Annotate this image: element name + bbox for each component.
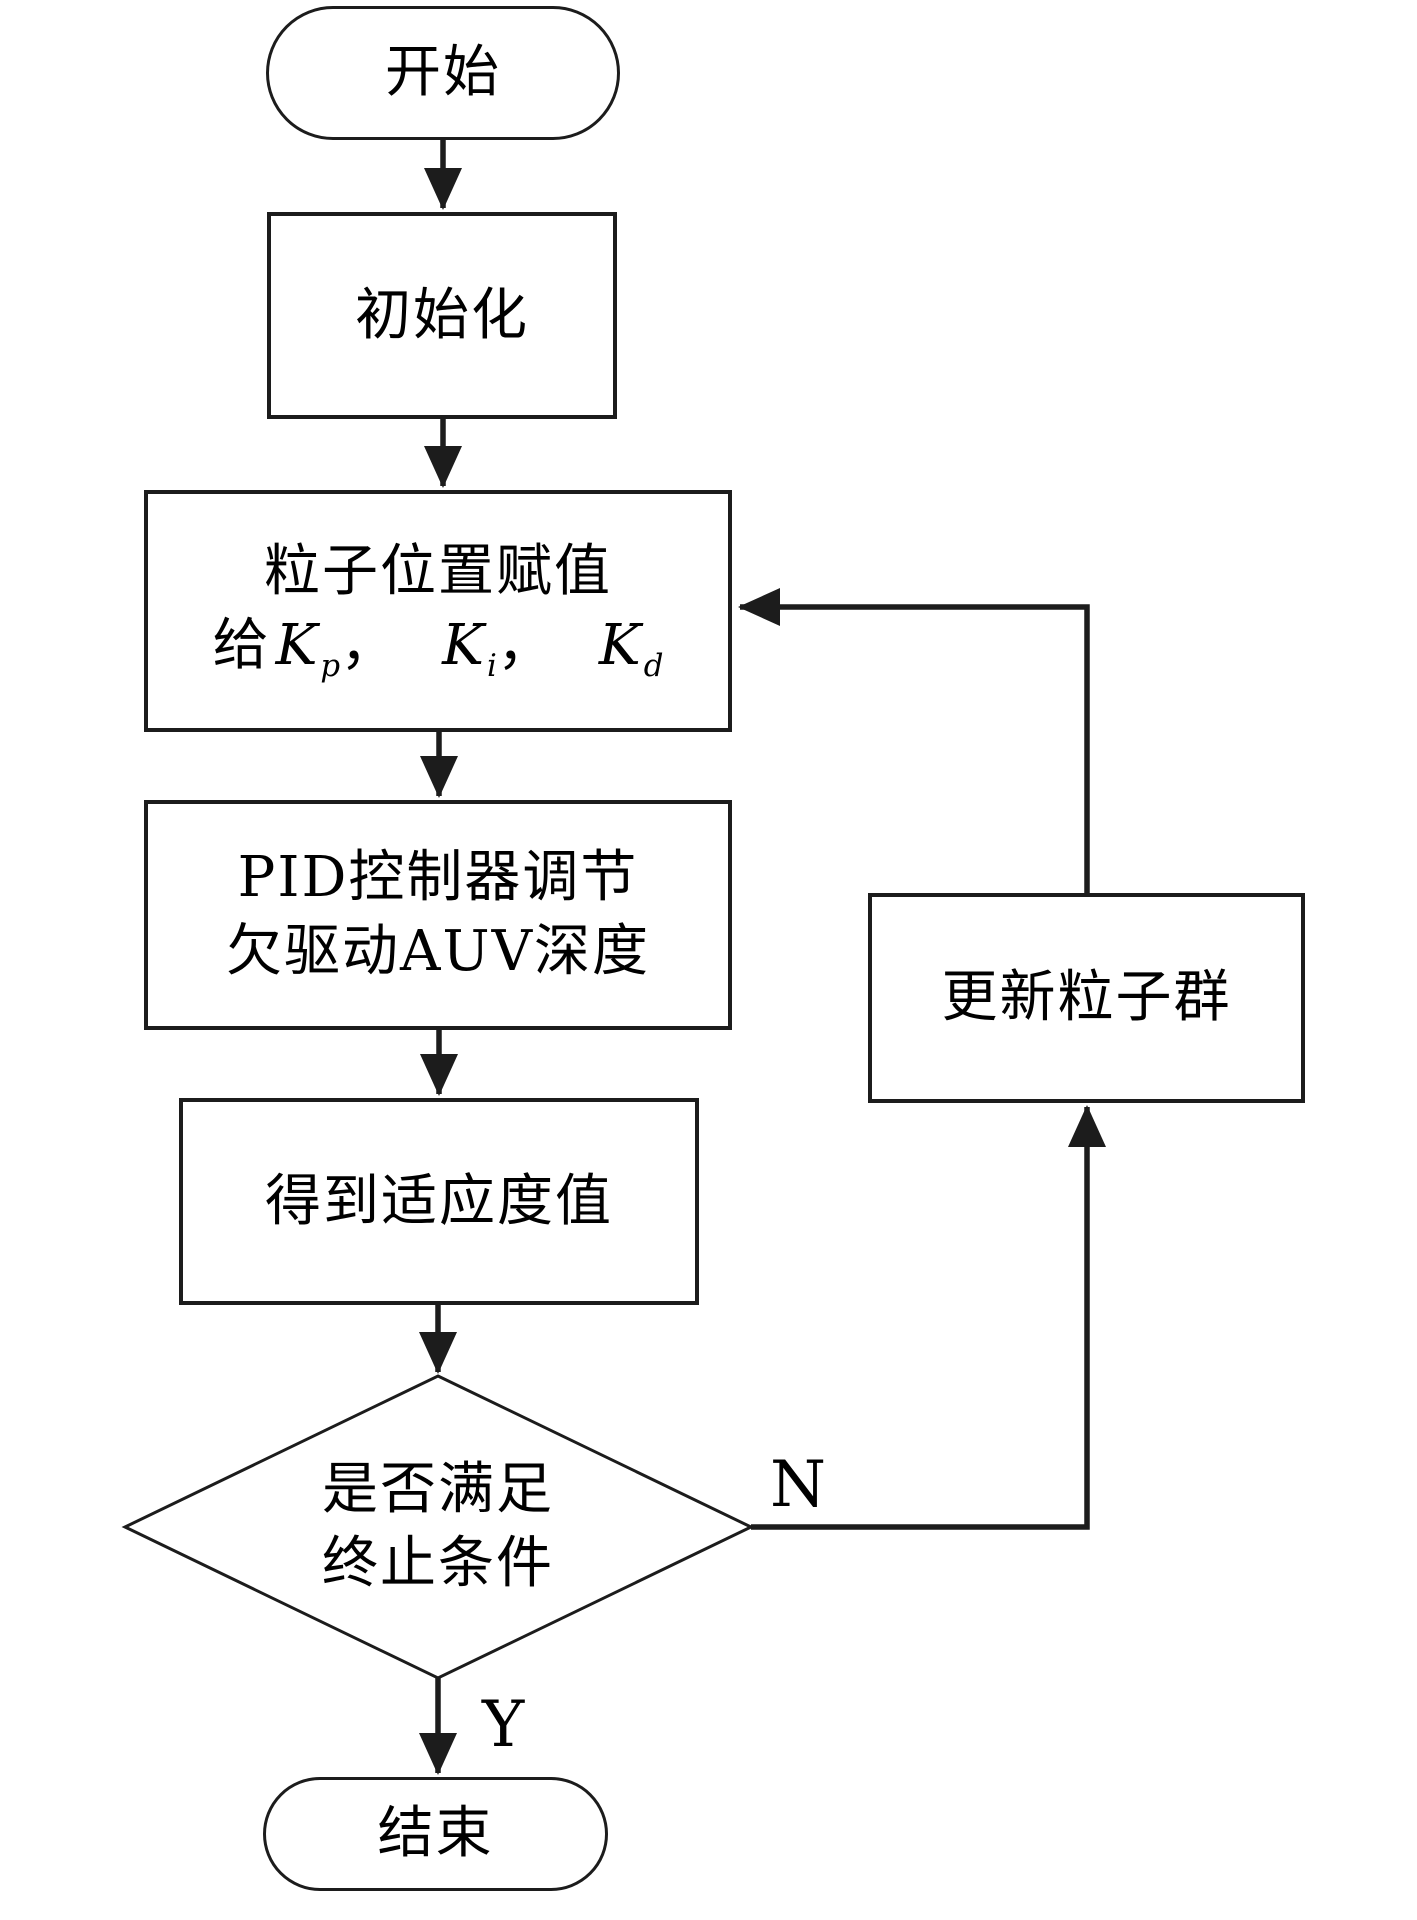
- decision-line1: 是否满足: [322, 1457, 554, 1523]
- gain-kd-sub: d: [643, 647, 664, 684]
- assign-separator-1: ，: [340, 613, 397, 679]
- init-process: 初始化: [267, 212, 617, 419]
- update-process: 更新粒子群: [868, 893, 1305, 1103]
- start-terminator: 开始: [266, 6, 620, 140]
- assign-prefix: 给: [212, 613, 270, 679]
- assign-line1: 粒子位置赋值: [264, 539, 612, 605]
- no-branch-label: N: [770, 1448, 826, 1522]
- edge-update-to-assign-feedback: [738, 588, 1090, 893]
- decision-line2: 终止条件: [322, 1531, 554, 1596]
- pid-line1: PID控制器调节: [237, 845, 639, 911]
- pid-process: PID控制器调节 欠驱动AUV深度: [144, 800, 732, 1030]
- update-label: 更新粒子群: [941, 965, 1232, 1031]
- end-label: 结束: [377, 1801, 494, 1867]
- start-label: 开始: [385, 40, 501, 106]
- init-label: 初始化: [355, 282, 529, 348]
- fitness-label: 得到适应度值: [265, 1168, 613, 1234]
- edge-decision-no-to-update: [751, 1105, 1106, 1530]
- fitness-process: 得到适应度值: [179, 1098, 699, 1305]
- gain-kd-base: K: [598, 613, 642, 679]
- pid-line2: 欠驱动AUV深度: [225, 919, 651, 984]
- assign-separator-2: ，: [496, 613, 553, 679]
- yes-branch-label: Y: [482, 1688, 525, 1762]
- decision-diamond: 是否满足 终止条件: [125, 1376, 751, 1678]
- gain-ki-sub: i: [486, 647, 497, 684]
- gain-kp-base: K: [275, 613, 319, 679]
- end-terminator: 结束: [263, 1777, 608, 1891]
- gain-ki-base: K: [442, 613, 485, 679]
- gain-kp-sub: p: [320, 647, 341, 684]
